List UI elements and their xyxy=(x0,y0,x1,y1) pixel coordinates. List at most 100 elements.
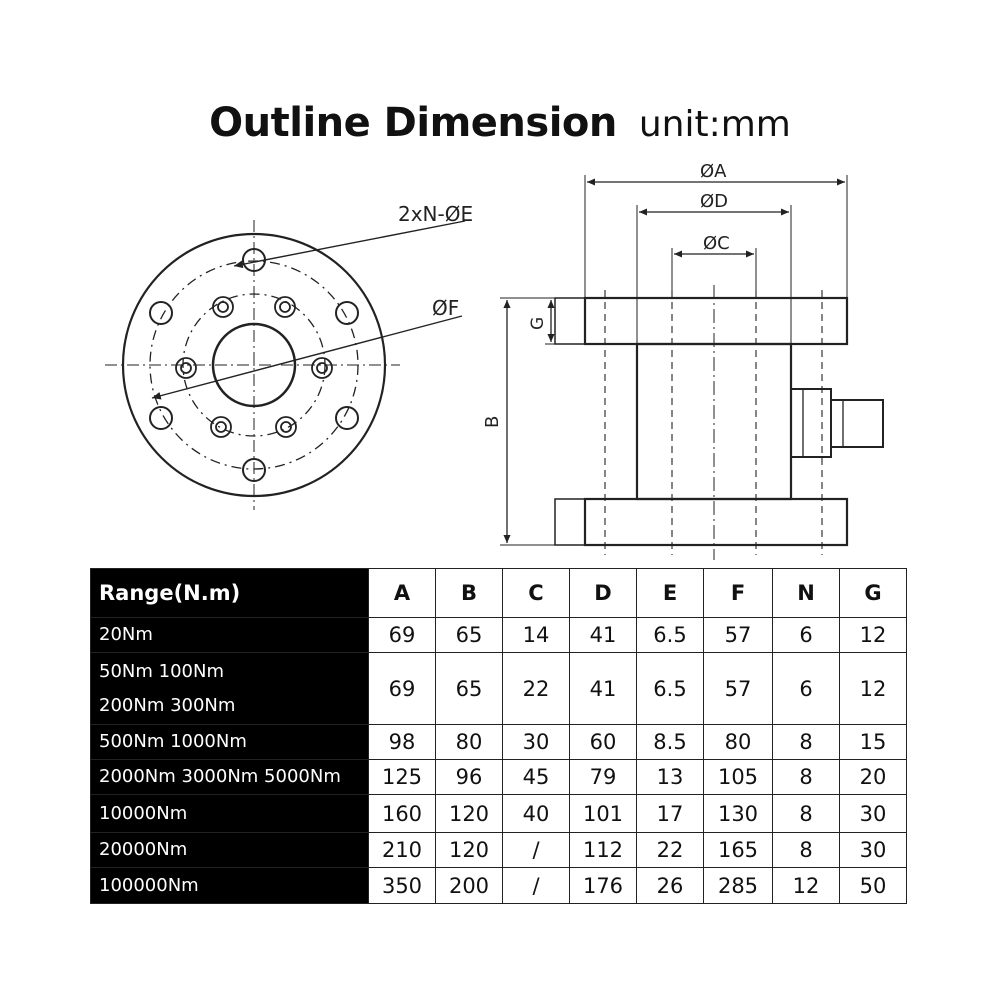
header-c: C xyxy=(502,568,570,618)
value-cell: 20 xyxy=(839,759,907,795)
value-cell: 60 xyxy=(569,724,637,760)
value-cell: 12 xyxy=(772,867,840,904)
value-cell: 41 xyxy=(569,617,637,653)
value-cell: 210 xyxy=(368,832,436,868)
value-cell: 8 xyxy=(772,832,840,868)
outline-drawing: 2xN-ØE ØF xyxy=(105,161,884,560)
value-cell: / xyxy=(502,832,570,868)
value-cell: 57 xyxy=(703,652,773,725)
pcd-leader-line xyxy=(151,315,463,400)
value-cell: 12 xyxy=(839,617,907,653)
value-cell: 80 xyxy=(435,724,503,760)
header-d: D xyxy=(569,568,637,618)
value-cell: 200 xyxy=(435,867,503,904)
value-cell: 96 xyxy=(435,759,503,795)
value-cell: 17 xyxy=(636,794,704,833)
value-cell: 8 xyxy=(772,794,840,833)
range-cell: 500Nm 1000Nm xyxy=(90,724,369,760)
value-cell: 15 xyxy=(839,724,907,760)
value-cell: 6.5 xyxy=(636,617,704,653)
outer-bolt-holes xyxy=(149,248,359,482)
range-cell: 50Nm 100Nm 200Nm 300Nm xyxy=(90,652,369,725)
label-b: B xyxy=(482,416,503,428)
inner-bolt-holes xyxy=(175,296,333,438)
value-cell: 45 xyxy=(502,759,570,795)
value-cell: 125 xyxy=(368,759,436,795)
value-cell: 69 xyxy=(368,652,436,725)
pcd-label: ØF xyxy=(432,296,459,320)
title-unit: unit:mm xyxy=(638,104,791,145)
label-g: G xyxy=(528,317,548,330)
value-cell: 8 xyxy=(772,759,840,795)
title-main: Outline Dimension xyxy=(209,100,617,146)
value-cell: 120 xyxy=(435,832,503,868)
cable-connector xyxy=(790,388,832,458)
value-cell: 22 xyxy=(502,652,570,725)
value-cell: 22 xyxy=(636,832,704,868)
value-cell: 30 xyxy=(839,832,907,868)
value-cell: 69 xyxy=(368,617,436,653)
header-n: N xyxy=(772,568,840,618)
range-cell: 20Nm xyxy=(90,617,369,653)
header-f: F xyxy=(703,568,773,618)
label-a: ØA xyxy=(700,161,727,182)
page-title: Outline Dimension unit:mm xyxy=(0,100,1000,146)
value-cell: 41 xyxy=(569,652,637,725)
value-cell: 285 xyxy=(703,867,773,904)
top-flange xyxy=(583,296,849,346)
range-cell: 2000Nm 3000Nm 5000Nm xyxy=(90,759,369,795)
value-cell: 130 xyxy=(703,794,773,833)
table-header-row: Range(N.m) A B C D E F N G xyxy=(90,568,907,618)
side-view xyxy=(500,175,884,560)
value-cell: 112 xyxy=(569,832,637,868)
header-a: A xyxy=(368,568,436,618)
value-cell: 105 xyxy=(703,759,773,795)
value-cell: 30 xyxy=(839,794,907,833)
bottom-flange xyxy=(583,497,849,547)
value-cell: 79 xyxy=(569,759,637,795)
value-cell: 6 xyxy=(772,617,840,653)
value-cell: 98 xyxy=(368,724,436,760)
value-cell: 176 xyxy=(569,867,637,904)
value-cell: 160 xyxy=(368,794,436,833)
value-cell: 165 xyxy=(703,832,773,868)
value-cell: 8 xyxy=(772,724,840,760)
value-cell: 57 xyxy=(703,617,773,653)
value-cell: 30 xyxy=(502,724,570,760)
value-cell: 6.5 xyxy=(636,652,704,725)
header-g: G xyxy=(839,568,907,618)
value-cell: 65 xyxy=(435,652,503,725)
value-cell: / xyxy=(502,867,570,904)
value-cell: 40 xyxy=(502,794,570,833)
front-view xyxy=(105,220,466,510)
value-cell: 50 xyxy=(839,867,907,904)
value-cell: 6 xyxy=(772,652,840,725)
value-cell: 65 xyxy=(435,617,503,653)
range-cell: 20000Nm xyxy=(90,832,369,868)
value-cell: 14 xyxy=(502,617,570,653)
value-cell: 80 xyxy=(703,724,773,760)
header-e: E xyxy=(636,568,704,618)
value-cell: 12 xyxy=(839,652,907,725)
range-cell: 100000Nm xyxy=(90,867,369,904)
value-cell: 8.5 xyxy=(636,724,704,760)
hole-label: 2xN-ØE xyxy=(398,202,473,226)
header-b: B xyxy=(435,568,503,618)
value-cell: 26 xyxy=(636,867,704,904)
value-cell: 101 xyxy=(569,794,637,833)
value-cell: 350 xyxy=(368,867,436,904)
label-d: ØD xyxy=(700,191,728,212)
label-c: ØC xyxy=(703,233,730,254)
header-range: Range(N.m) xyxy=(90,568,369,618)
range-cell: 10000Nm xyxy=(90,794,369,833)
value-cell: 13 xyxy=(636,759,704,795)
value-cell: 120 xyxy=(435,794,503,833)
